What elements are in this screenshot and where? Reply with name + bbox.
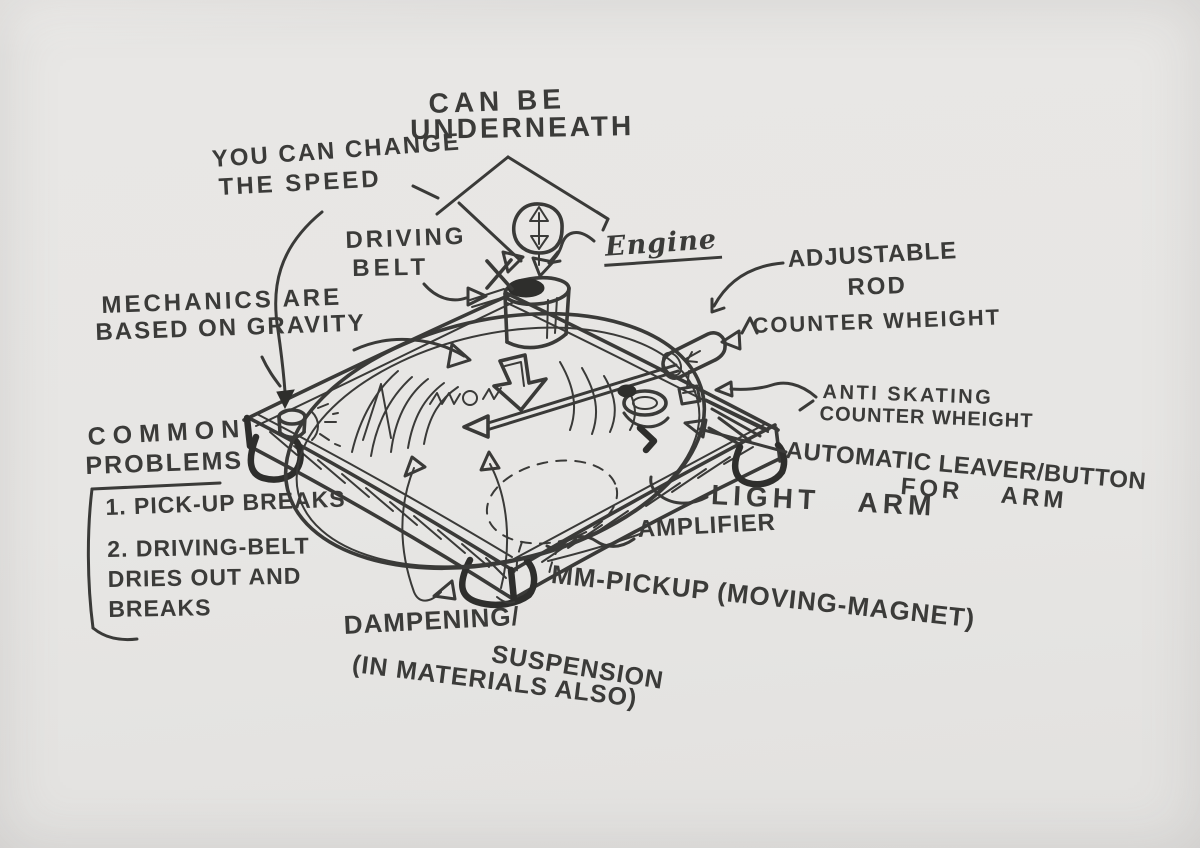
label-problems: PROBLEMS <box>85 446 244 480</box>
pointer-adjustable-rod <box>710 261 785 314</box>
pointer-automatic-lever <box>683 418 788 454</box>
problem-item-2: 2. DRIVING-BELT DRIES OUT AND BREAKS <box>107 532 310 622</box>
pointer-mm-pickup <box>479 450 509 589</box>
gravity-arrow <box>492 353 548 412</box>
amplifier-dashed-outline <box>485 459 619 576</box>
pointer-can-be-underneath <box>411 155 610 263</box>
pointer-amplifier <box>545 533 641 562</box>
record-scribbles <box>351 361 636 457</box>
pointer-counter-weight <box>720 316 759 351</box>
speed-knob <box>277 403 341 447</box>
pointer-dampening <box>401 455 457 602</box>
rotation-arrow <box>352 338 472 369</box>
label-rod: ROD <box>847 271 908 301</box>
pointer-driving-belt <box>422 282 488 307</box>
motor <box>469 258 571 350</box>
tonearm <box>462 331 727 454</box>
label-belt: BELT <box>352 253 430 282</box>
spindle-squiggle <box>429 387 502 406</box>
common-problems-bracket <box>86 481 222 642</box>
pointer-engine <box>501 231 596 278</box>
pointer-light-arm <box>649 475 709 505</box>
pointer-anti-skating <box>714 380 818 412</box>
label-driving: DRIVING <box>345 222 467 254</box>
pointer-speed-knob <box>260 210 324 410</box>
